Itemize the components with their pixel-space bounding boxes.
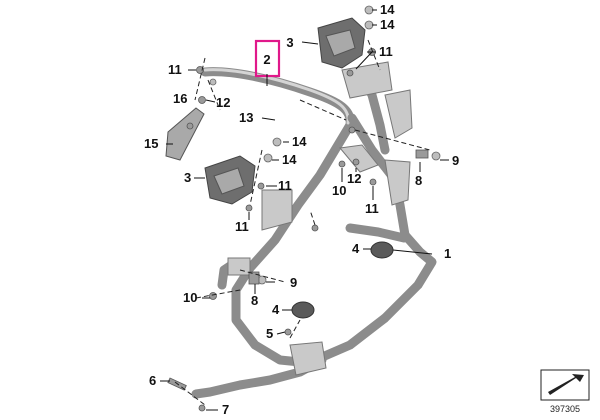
- callout-1[interactable]: 1: [444, 246, 451, 261]
- callout-6[interactable]: 6: [149, 373, 156, 388]
- alignment-lines: [174, 39, 431, 406]
- callout-10-b[interactable]: 10: [183, 290, 197, 305]
- catalog-number: 397305: [550, 404, 580, 414]
- callout-11-a[interactable]: 11: [379, 44, 393, 59]
- housing-upper: [317, 17, 366, 69]
- callout-11-d[interactable]: 11: [278, 178, 292, 193]
- housing-lower: [204, 155, 256, 205]
- callout-15[interactable]: 15: [144, 136, 158, 151]
- callout-4-a[interactable]: 4: [352, 241, 360, 256]
- callout-16[interactable]: 16: [173, 91, 187, 106]
- callout-12-b[interactable]: 12: [347, 171, 361, 186]
- callout-14-a[interactable]: 14: [380, 2, 395, 17]
- callout-8-b[interactable]: 8: [251, 293, 258, 308]
- callout-2[interactable]: 2: [263, 52, 270, 67]
- direction-arrow-icon: [540, 369, 590, 401]
- callout-14-d[interactable]: 14: [282, 152, 297, 167]
- callout-3-upper[interactable]: 3: [286, 35, 293, 50]
- mount-plates: [227, 61, 413, 376]
- callout-12-a[interactable]: 12: [216, 95, 230, 110]
- side-bracket-15: [165, 107, 205, 161]
- callout-leaders: [160, 9, 449, 411]
- callout-8-a[interactable]: 8: [415, 173, 422, 188]
- callout-11-c[interactable]: 11: [365, 201, 379, 216]
- callout-4-b[interactable]: 4: [272, 302, 280, 317]
- callout-11-e[interactable]: 11: [235, 219, 249, 234]
- callout-5[interactable]: 5: [266, 326, 273, 341]
- callout-9-a[interactable]: 9: [452, 153, 459, 168]
- callout-3-lower[interactable]: 3: [184, 170, 191, 185]
- grommet-lower: [291, 301, 315, 319]
- callout-9-b[interactable]: 9: [290, 275, 297, 290]
- callout-11-b[interactable]: 11: [168, 62, 182, 77]
- callout-10-a[interactable]: 10: [332, 183, 346, 198]
- callout-14-b[interactable]: 14: [380, 17, 395, 32]
- callout-13[interactable]: 13: [239, 110, 253, 125]
- callout-14-c[interactable]: 14: [292, 134, 307, 149]
- callout-labels: 2 3 14 14 11 11 12 16 13 14 14 15 3 9 8 …: [144, 2, 459, 417]
- callout-7[interactable]: 7: [222, 402, 229, 417]
- grommet-upper: [370, 241, 394, 259]
